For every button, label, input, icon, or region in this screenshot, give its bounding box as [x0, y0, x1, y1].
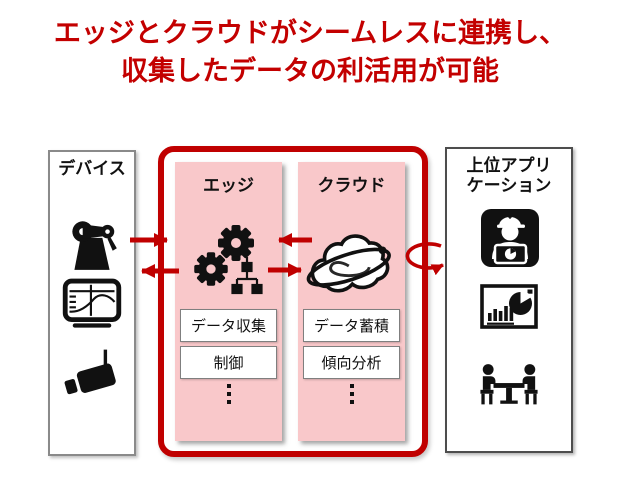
cloud-label-data-storage: データ蓄積 — [303, 309, 400, 342]
edge-column-title: エッジ — [203, 176, 254, 195]
title-line-1: エッジとクラウドがシームレスに連携し、 — [53, 18, 567, 48]
app-panel-title: 上位アプリ ケーション — [447, 156, 571, 197]
robot-arm-icon — [64, 212, 120, 277]
title-line-2: 収集したデータの利活用が可能 — [121, 56, 499, 87]
edge-label-data-collection: データ収集 — [180, 309, 277, 342]
gears-network-icon — [190, 222, 270, 307]
cloud-label-trend-analysis: 傾向分析 — [303, 346, 400, 379]
meeting-icon — [478, 358, 540, 417]
vertical-ellipsis — [298, 384, 405, 404]
cloud-column: クラウド データ蓄積 傾向分析 — [298, 162, 405, 441]
operator-tablet-icon — [481, 209, 539, 272]
page-title: エッジとクラウドがシームレスに連携し、 収集したデータの利活用が可能 — [0, 14, 620, 91]
edge-column: エッジ データ収集 制御 — [175, 162, 282, 441]
device-panel: デバイス — [48, 150, 136, 456]
monitor-chart-icon — [62, 278, 122, 333]
app-title-line-1: 上位アプリ — [466, 156, 552, 175]
vertical-ellipsis — [175, 384, 282, 404]
cloud-column-title: クラウド — [317, 176, 386, 195]
dashboard-charts-icon — [480, 284, 538, 337]
edge-label-control: 制御 — [180, 346, 277, 379]
device-panel-title: デバイス — [58, 159, 126, 178]
cloud-orbit-icon — [303, 226, 397, 311]
app-title-line-2: ケーション — [466, 176, 552, 196]
security-camera-icon — [58, 346, 126, 405]
